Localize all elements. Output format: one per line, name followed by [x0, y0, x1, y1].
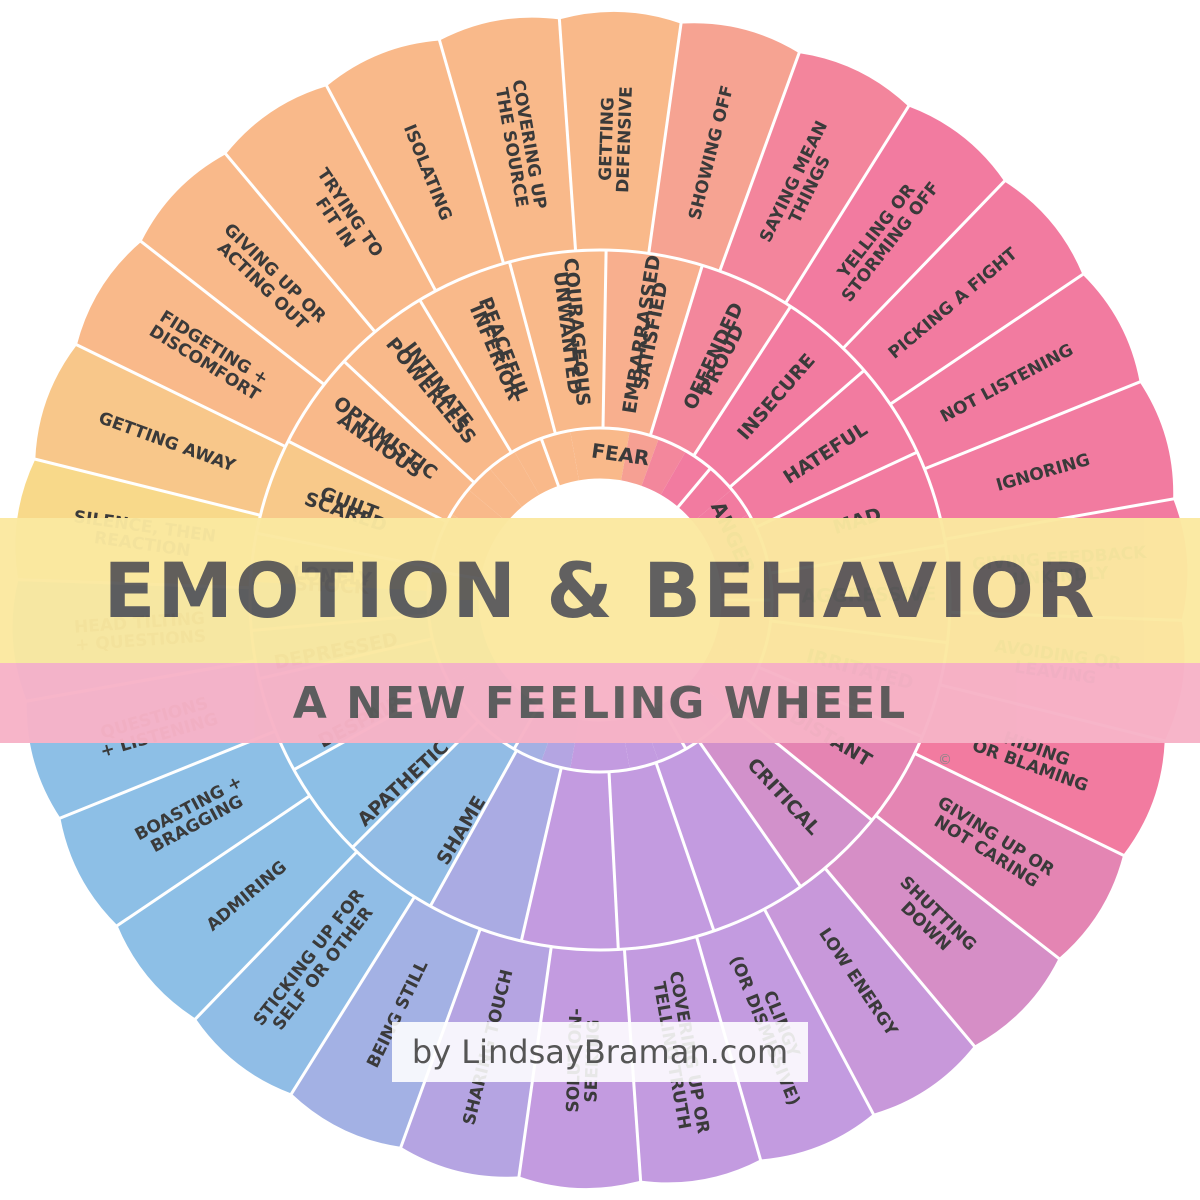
behavior-divider: [647, 15, 684, 254]
core-divider: [539, 437, 561, 488]
emotion-wedge: [352, 721, 517, 907]
behavior-divider: [784, 98, 914, 304]
behavior-wedge: [843, 181, 1083, 405]
emotion-wedge: [430, 750, 562, 942]
behavior-wedge: [824, 815, 1059, 1046]
behavior-wedge: [924, 381, 1174, 540]
behavior-divider: [923, 377, 1148, 471]
emotion-divider: [692, 305, 792, 457]
emotion-divider: [728, 369, 866, 489]
emotion-wedge: [509, 250, 607, 434]
core-divider: [675, 467, 712, 510]
emotion-wedge: [344, 299, 512, 483]
emotion-divider: [429, 749, 518, 907]
emotion-divider: [287, 439, 448, 524]
core-wedge: [570, 428, 600, 482]
title-banner: EMOTION & BEHAVIOR: [0, 518, 1200, 663]
emotion-divider: [607, 771, 620, 950]
behavior-wedge: [225, 86, 436, 332]
core-wedge: [660, 451, 711, 509]
core-wedge: [600, 428, 630, 482]
behavior-divider: [762, 908, 879, 1122]
emotion-wedge: [609, 762, 714, 950]
emotion-divider: [418, 299, 513, 454]
behavior-wedge: [719, 53, 909, 304]
behavior-divider: [557, 11, 578, 251]
behavior-wedge: [764, 868, 975, 1114]
behavior-wedge: [60, 731, 310, 926]
behavior-wedge: [890, 274, 1140, 469]
behavior-divider: [913, 752, 1131, 860]
behavior-label: GETTINGDEFENSIVE: [595, 85, 637, 193]
behavior-wedge: [785, 106, 1005, 349]
behavior-wedge: [141, 154, 376, 385]
emotion-divider: [654, 762, 716, 932]
behavior-divider: [219, 147, 377, 333]
behavior-wedge: [559, 11, 681, 254]
behavior-divider: [52, 729, 277, 823]
behavior-divider: [189, 850, 358, 1026]
behavior-divider: [435, 32, 505, 264]
wheel-segments: [12, 11, 1188, 1189]
behavior-wedge: [117, 795, 357, 1019]
core-wedge: [620, 430, 659, 488]
behavior-divider: [321, 78, 438, 292]
behavior-divider: [134, 235, 326, 386]
core-wedge: [468, 468, 523, 523]
emotion-wedge: [288, 361, 475, 522]
core-wedge: [514, 438, 559, 497]
behavior-divider: [69, 340, 287, 448]
credit-link[interactable]: by LindsayBraman.com: [392, 1022, 808, 1082]
behavior-wedge: [195, 851, 415, 1094]
behavior-divider: [286, 896, 416, 1102]
core-wedge: [541, 430, 580, 488]
behavior-divider: [27, 455, 261, 517]
emotion-divider: [648, 264, 704, 436]
behavior-divider: [110, 794, 311, 932]
behavior-wedge: [291, 896, 481, 1147]
core-wedge: [641, 438, 686, 497]
behavior-divider: [823, 867, 981, 1053]
emotion-wedge: [698, 708, 873, 887]
emotion-wedge: [655, 740, 801, 931]
behavior-divider: [842, 174, 1011, 350]
behavior-wedge: [326, 40, 504, 291]
copyright-mark: ©: [938, 752, 952, 768]
emotion-divider: [755, 450, 918, 529]
behavior-wedge: [439, 17, 576, 264]
emotion-wedge: [650, 265, 791, 456]
emotion-divider: [697, 740, 802, 888]
emotion-divider: [343, 360, 476, 484]
page-subtitle: A NEW FEELING WHEEL: [292, 677, 908, 729]
emotion-divider: [519, 767, 563, 942]
behavior-divider: [874, 814, 1066, 965]
behavior-divider: [889, 268, 1090, 406]
emotion-wedge: [693, 306, 865, 488]
emotion-wedge: [729, 370, 918, 528]
page-title: EMOTION & BEHAVIOR: [103, 546, 1097, 635]
subtitle-banner: A NEW FEELING WHEEL: [0, 663, 1200, 743]
emotion-divider: [507, 261, 557, 435]
emotion-wedge: [603, 250, 703, 436]
behavior-divider: [718, 45, 804, 272]
core-wedge: [677, 468, 732, 523]
emotion-wedge: [521, 767, 619, 950]
behavior-wedge: [875, 753, 1124, 959]
behavior-wedge: [35, 344, 286, 516]
core-wedge: [489, 451, 540, 509]
behavior-wedge: [648, 23, 800, 272]
behavior-wedge: [76, 241, 325, 447]
emotion-divider: [601, 250, 608, 429]
